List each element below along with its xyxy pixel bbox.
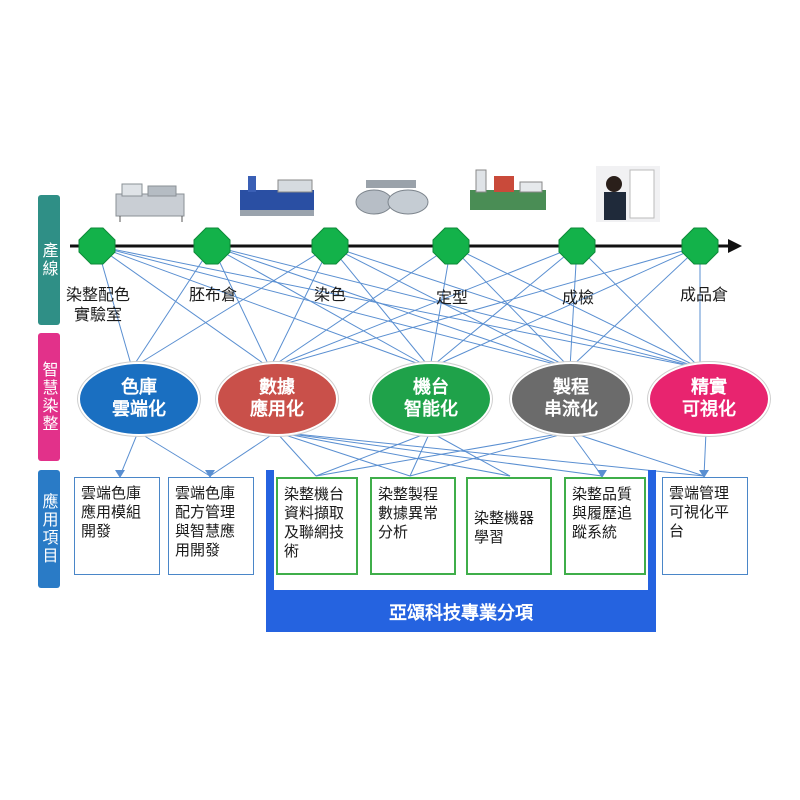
smart-item-color-cloud: 色庫 雲端化: [78, 362, 200, 436]
process-label-inspection: 成檢: [561, 288, 594, 307]
process-label-dye-lab: 染整配色 實驗室: [65, 285, 130, 324]
app-box-process-anomaly: 染整製程 數據異常 分析: [370, 477, 456, 575]
side-tab-smart-dyeing: 智慧染整: [38, 333, 60, 461]
setting-machine-icon: [470, 169, 546, 210]
app-box-cloud-visualization: 雲端管理 可視化平 台: [662, 477, 748, 575]
arrow-head-icon: [728, 239, 742, 253]
app-box-machine-data-capture: 染整機台 資料擷取 及聯網技 術: [276, 477, 358, 575]
process-label-setting: 定型: [435, 288, 468, 307]
process-node-inspection: [558, 227, 596, 265]
process-node-finished-warehouse: [681, 227, 719, 265]
process-label-dyeing: 染色: [313, 285, 346, 304]
professional-section-label: 亞頌科技專業分項: [389, 603, 533, 624]
process-node-dye-lab: [78, 227, 116, 265]
app-box-formula-management: 雲端色庫 配方管理 與智慧應 用開發: [168, 477, 254, 575]
smart-item-lean-visualization: 精實 可視化: [648, 362, 770, 436]
professional-section-bracket: [266, 470, 656, 632]
links-process-to-smart: [96, 245, 701, 369]
app-box-quality-tracking: 染整品質 與履歷追 蹤系統: [564, 477, 646, 575]
app-box-color-module: 雲端色庫 應用模組 開發: [74, 477, 160, 575]
smart-item-process-streaming: 製程 串流化: [510, 362, 632, 436]
side-tab-applications: 應用項目: [38, 470, 60, 588]
links-smart-to-applications: [119, 431, 707, 477]
process-node-fabric-warehouse: [193, 227, 231, 265]
finished-goods-worker-icon: [596, 166, 660, 222]
fabric-warehouse-machine-icon: [240, 176, 314, 216]
process-label-finished-warehouse: 成品倉: [679, 285, 728, 304]
process-node-markers: [78, 227, 719, 265]
process-node-setting: [432, 227, 470, 265]
side-tab-production-line: 產線: [38, 195, 60, 325]
app-box-machine-learning: 染整機器 學習: [466, 477, 552, 575]
process-label-fabric-warehouse: 胚布倉: [188, 285, 237, 304]
smart-item-data-application: 數據 應用化: [216, 362, 338, 436]
dye-lab-machine-icon: [115, 183, 185, 222]
process-node-dyeing: [311, 227, 349, 265]
dyeing-machine-icon: [355, 180, 429, 215]
smart-item-machine-intelligence: 機台 智能化: [370, 362, 492, 436]
